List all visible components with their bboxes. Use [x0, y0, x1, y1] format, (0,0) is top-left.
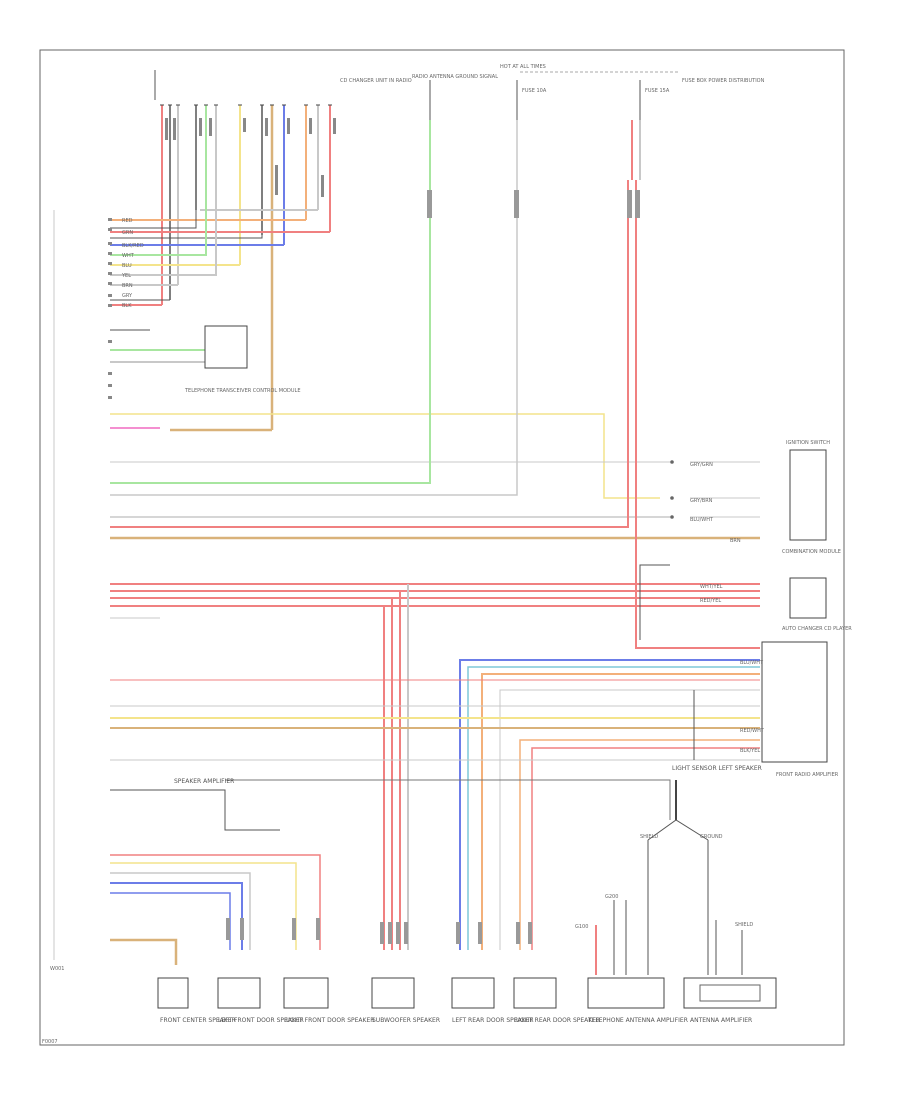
front-radio-amp-runs: [110, 659, 760, 950]
combination-module: [789, 449, 827, 541]
bottom-components: FRONT CENTER SPEAKER LEFT FRONT DOOR SPE…: [157, 834, 777, 1024]
svg-text:BRN: BRN: [730, 538, 741, 544]
bundle-horizontal-runs: [110, 200, 330, 306]
bottom-connector-marks: [226, 918, 532, 944]
svg-text:GRY: GRY: [122, 293, 133, 299]
svg-text:SHIELD: SHIELD: [640, 834, 658, 840]
svg-text:BLK/RED: BLK/RED: [122, 243, 144, 249]
combination-module-runs: [110, 120, 760, 649]
svg-text:G100: G100: [575, 924, 588, 930]
svg-text:LEFT FRONT DOOR SPEAKER: LEFT FRONT DOOR SPEAKER: [218, 1017, 304, 1024]
svg-text:RIGHT REAR DOOR SPEAKER: RIGHT REAR DOOR SPEAKER: [514, 1017, 600, 1024]
svg-text:BLK: BLK: [122, 303, 132, 309]
cd-changer-bundle: [110, 564, 760, 950]
subwoofer-speaker: [371, 977, 415, 1009]
left-front-door-speaker: [217, 977, 261, 1009]
frame-label-bottom: F0007: [42, 1039, 58, 1045]
cd-changer-box: [789, 577, 827, 619]
svg-text:RED: RED: [122, 218, 133, 224]
signal-runs-upper: [110, 413, 660, 499]
fuse-a-label: FUSE 10A: [522, 88, 547, 94]
front-center-speaker: [157, 977, 189, 1009]
combination-module-label: COMBINATION MODULE: [782, 549, 841, 555]
svg-text:GROUND: GROUND: [700, 834, 723, 840]
right-rear-door-speaker: [513, 977, 557, 1009]
svg-text:BLU/WHT: BLU/WHT: [690, 517, 714, 523]
antenna-fuse-wires: RADIO ANTENNA GROUND SIGNAL HOT AT ALL T…: [412, 64, 765, 218]
svg-text:WHT/YEL: WHT/YEL: [700, 584, 723, 590]
hot-fuse-label: HOT AT ALL TIMES: [500, 64, 546, 70]
antenna-group-label: RADIO ANTENNA GROUND SIGNAL: [412, 74, 498, 80]
svg-text:BLK/YEL: BLK/YEL: [740, 748, 760, 754]
radio-connector-bundle: CD CHANGER UNIT IN RADIO: [154, 70, 412, 430]
left-connector-pins: RED GRN BLK/RED WHT BLU YEL BRN GRY BLK: [108, 218, 144, 309]
svg-text:ANTENNA AMPLIFIER: ANTENNA AMPLIFIER: [690, 1017, 752, 1024]
svg-text:BRN: BRN: [122, 283, 133, 289]
antenna-amp-wires: [595, 819, 743, 975]
svg-text:RED/YEL: RED/YEL: [700, 598, 721, 604]
svg-text:YEL: YEL: [121, 273, 131, 279]
ignition-switch-label: IGNITION SWITCH: [786, 440, 830, 446]
svg-text:GRN: GRN: [122, 230, 133, 236]
telephone-transceiver-module: TELEPHONE TRANSCEIVER CONTROL MODULE: [108, 325, 301, 399]
light-sensor-label: LIGHT SENSOR LEFT SPEAKER: [672, 765, 762, 772]
fuse-power-label: FUSE BOX POWER DISTRIBUTION: [682, 78, 765, 84]
svg-text:GRY/GRN: GRY/GRN: [690, 462, 713, 468]
mid-wire-labels: GRY/GRN GRY/BRN BLU/WHT WHT/YEL RED/YEL …: [690, 462, 765, 754]
svg-text:RIGHT FRONT DOOR SPEAKER: RIGHT FRONT DOOR SPEAKER: [284, 1017, 374, 1024]
svg-text:BLU: BLU: [122, 263, 132, 269]
svg-text:SUBWOOFER SPEAKER: SUBWOOFER SPEAKER: [372, 1017, 440, 1024]
speaker-amp-section: SPEAKER AMPLIFIER LIGHT SENSOR LEFT SPEA…: [110, 765, 762, 831]
front-radio-label: FRONT RADIO AMPLIFIER: [776, 772, 839, 778]
diagram-frame: [39, 49, 845, 1046]
left-rear-door-speaker: [451, 977, 495, 1009]
svg-text:BLU/WHT: BLU/WHT: [740, 660, 764, 666]
speaker-amp-label: SPEAKER AMPLIFIER: [174, 778, 234, 785]
fuse-b-label: FUSE 15A: [645, 88, 670, 94]
radio-group-label: CD CHANGER UNIT IN RADIO: [340, 78, 412, 84]
cd-changer-label: AUTO CHANGER CD PLAYER: [782, 626, 852, 632]
svg-text:FRONT CENTER SPEAKER: FRONT CENTER SPEAKER: [160, 1017, 236, 1024]
svg-text:GRY/BRN: GRY/BRN: [690, 498, 713, 504]
svg-text:G200: G200: [605, 894, 618, 900]
antenna-amplifier: [683, 977, 777, 1009]
svg-text:TELEPHONE ANTENNA AMPLIFIER: TELEPHONE ANTENNA AMPLIFIER: [587, 1017, 688, 1024]
speaker-feed-runs: [110, 854, 321, 965]
telephone-module-label: TELEPHONE TRANSCEIVER CONTROL MODULE: [184, 388, 301, 394]
right-front-door-speaker: [283, 977, 329, 1009]
front-radio-amplifier: [761, 641, 828, 763]
svg-text:WHT: WHT: [122, 253, 135, 259]
svg-text:LEFT REAR DOOR SPEAKER: LEFT REAR DOOR SPEAKER: [452, 1017, 534, 1024]
telephone-antenna-amplifier: [587, 977, 665, 1009]
frame-label-left: W001: [50, 966, 65, 972]
svg-text:RED/WHT: RED/WHT: [740, 728, 765, 734]
svg-text:SHIELD: SHIELD: [735, 922, 753, 928]
